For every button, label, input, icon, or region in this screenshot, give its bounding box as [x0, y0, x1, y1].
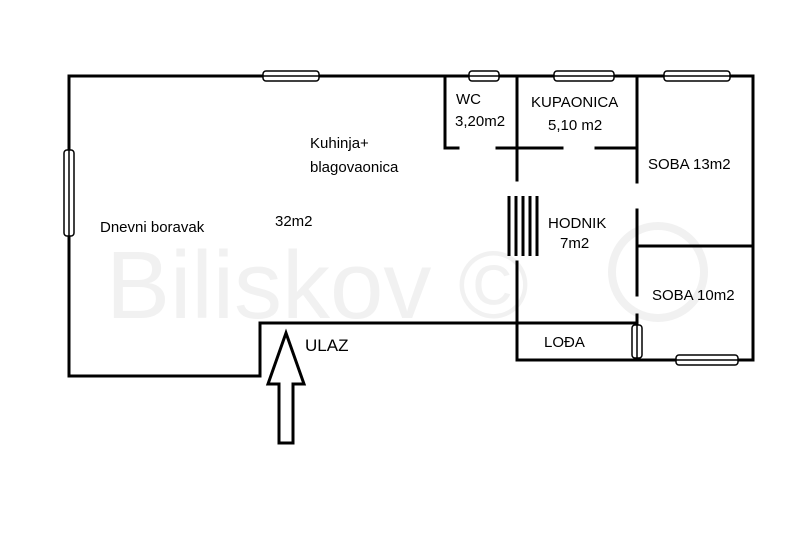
loggia-label: LOĐA	[544, 334, 585, 351]
kitchen-label-line1: Kuhinja+	[310, 135, 369, 152]
hall-area-label: 7m2	[560, 235, 589, 252]
wc-label: WC	[456, 91, 481, 108]
kitchen-area-label: 32m2	[275, 213, 313, 230]
hall-label: HODNIK	[548, 215, 606, 232]
windows	[63, 70, 739, 366]
bathroom-label: KUPAONICA	[531, 94, 618, 111]
watermark-copyright-circle	[608, 222, 708, 322]
stairs-icon	[507, 196, 539, 256]
bathroom-area-label: 5,10 m2	[548, 117, 602, 134]
entrance-label: ULAZ	[305, 336, 348, 355]
entrance-arrow-icon	[265, 328, 307, 445]
living-room-label: Dnevni boravak	[100, 219, 205, 236]
wc-area-label: 3,20m2	[455, 113, 505, 130]
room2-label: SOBA 10m2	[652, 287, 735, 304]
kitchen-label-line2: blagovaonica	[310, 159, 399, 176]
watermark-text: Biliskov ©	[106, 232, 529, 339]
room1-label: SOBA 13m2	[648, 156, 731, 173]
